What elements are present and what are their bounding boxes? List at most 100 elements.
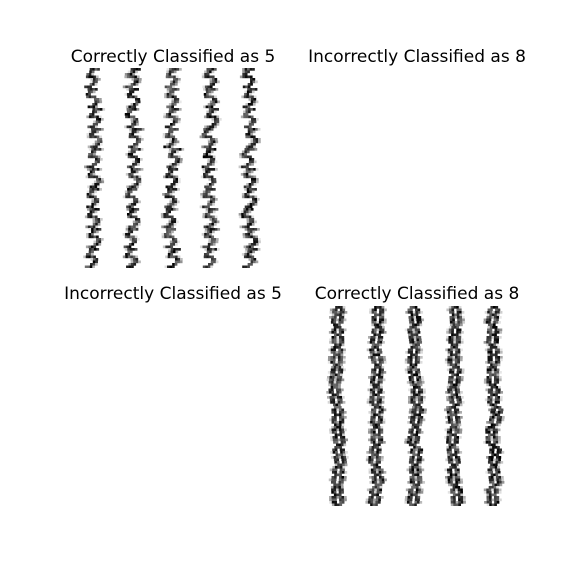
pixel bbox=[214, 98, 218, 101]
pixel bbox=[374, 486, 378, 489]
pixel bbox=[370, 338, 373, 342]
panel-title-correct-8: Correctly Classified as 8 bbox=[314, 284, 520, 304]
pixel bbox=[413, 318, 417, 322]
pixel bbox=[206, 255, 209, 259]
pixel bbox=[213, 115, 217, 119]
digit-image bbox=[407, 386, 426, 407]
pixel bbox=[332, 371, 336, 374]
pixel bbox=[208, 255, 212, 259]
pixel bbox=[212, 188, 216, 191]
pixel bbox=[179, 68, 182, 71]
pixel bbox=[338, 426, 342, 429]
pixel bbox=[86, 190, 90, 194]
pixel bbox=[247, 228, 250, 231]
pixel bbox=[338, 478, 342, 482]
pixel bbox=[253, 145, 256, 149]
pixel bbox=[211, 163, 215, 166]
pixel bbox=[135, 225, 139, 229]
pixel bbox=[489, 331, 493, 334]
pixel bbox=[341, 411, 345, 414]
pixel bbox=[137, 100, 141, 104]
pixel bbox=[457, 361, 461, 364]
pixel bbox=[126, 165, 130, 169]
pixel bbox=[417, 351, 421, 354]
pixel bbox=[497, 401, 500, 404]
pixel bbox=[501, 451, 505, 454]
digit-image bbox=[203, 88, 221, 109]
pixel bbox=[340, 368, 344, 372]
pixel bbox=[451, 333, 454, 337]
pixel bbox=[336, 381, 339, 384]
pixel bbox=[452, 353, 456, 357]
pixel bbox=[369, 348, 372, 352]
pixel bbox=[342, 463, 345, 467]
pixel bbox=[122, 195, 126, 199]
pixel bbox=[204, 135, 208, 139]
pixel bbox=[204, 185, 207, 189]
pixel bbox=[374, 488, 378, 492]
pixel bbox=[411, 486, 414, 489]
pixel bbox=[447, 383, 451, 387]
digit-image bbox=[124, 88, 141, 109]
pixel bbox=[126, 208, 130, 211]
pixel bbox=[413, 411, 417, 414]
pixel bbox=[213, 110, 217, 114]
pixel bbox=[172, 195, 175, 199]
pixel bbox=[213, 88, 216, 91]
pixel bbox=[340, 443, 344, 447]
pixel bbox=[378, 356, 381, 359]
pixel bbox=[250, 260, 254, 264]
pixel bbox=[330, 321, 334, 324]
pixel bbox=[162, 193, 165, 196]
pixel bbox=[494, 501, 497, 504]
pixel bbox=[383, 358, 387, 362]
pixel bbox=[173, 70, 177, 74]
pixel bbox=[495, 471, 499, 474]
digit-image bbox=[122, 228, 140, 249]
pixel bbox=[411, 336, 414, 339]
pixel bbox=[213, 68, 217, 71]
pixel bbox=[181, 148, 185, 151]
pixel bbox=[415, 391, 419, 394]
pixel bbox=[336, 326, 339, 329]
pixel bbox=[94, 208, 98, 211]
pixel bbox=[409, 358, 413, 362]
pixel bbox=[377, 386, 381, 389]
pixel bbox=[341, 313, 345, 317]
pixel bbox=[497, 446, 500, 449]
pixel bbox=[131, 183, 134, 186]
pixel bbox=[330, 368, 334, 372]
pixel bbox=[488, 488, 492, 492]
pixel bbox=[206, 125, 210, 129]
pixel bbox=[88, 73, 92, 76]
pixel bbox=[209, 215, 213, 219]
pixel bbox=[416, 501, 420, 504]
pixel bbox=[203, 130, 207, 134]
pixel bbox=[452, 316, 455, 319]
pixel bbox=[91, 250, 94, 254]
pixel bbox=[486, 491, 490, 494]
pixel bbox=[126, 205, 129, 209]
pixel bbox=[455, 416, 458, 419]
pixel bbox=[370, 433, 374, 437]
pixel bbox=[175, 155, 179, 159]
pixel bbox=[379, 328, 382, 332]
pixel bbox=[365, 498, 369, 502]
pixel bbox=[130, 225, 134, 229]
pixel bbox=[178, 248, 181, 251]
pixel bbox=[413, 461, 417, 464]
pixel bbox=[130, 168, 134, 171]
pixel bbox=[248, 243, 252, 246]
pixel bbox=[369, 398, 373, 402]
pixel bbox=[331, 341, 335, 344]
pixel bbox=[448, 308, 452, 312]
pixel bbox=[141, 128, 145, 131]
pixel bbox=[374, 328, 377, 332]
pixel bbox=[366, 398, 370, 402]
pixel bbox=[375, 458, 379, 462]
pixel bbox=[370, 441, 374, 444]
pixel bbox=[415, 446, 419, 449]
pixel bbox=[334, 461, 338, 464]
pixel bbox=[130, 83, 134, 86]
pixel bbox=[167, 193, 170, 196]
